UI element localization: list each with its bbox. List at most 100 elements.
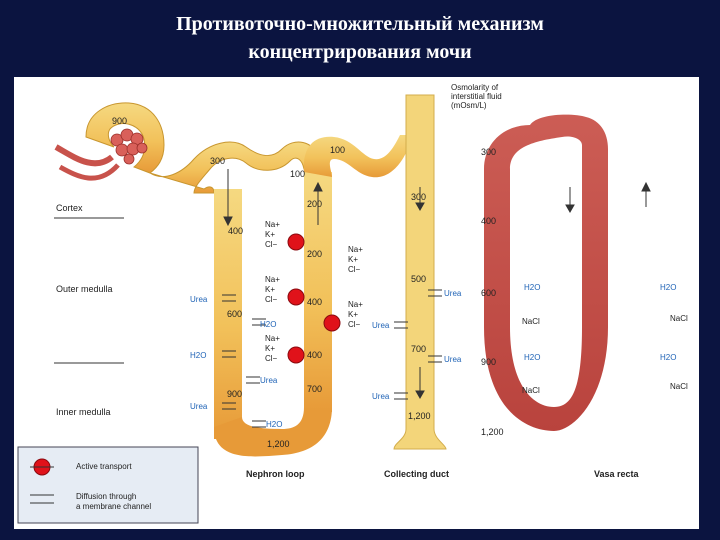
loop-value: 700 (307, 384, 322, 394)
active-transport-pumps (287, 233, 341, 364)
svg-text:Urea: Urea (372, 392, 390, 401)
vasa-recta (484, 114, 608, 431)
loop-value: 100 (290, 169, 305, 179)
duct-values: 300 500 700 1,200 (408, 192, 431, 421)
duct-value: 700 (411, 344, 426, 354)
pump (287, 346, 305, 364)
svg-text:Na+: Na+ (265, 334, 280, 343)
osmolarity-header-3: (mOsm/L) (451, 101, 487, 110)
svg-text:Cl−: Cl− (265, 240, 278, 249)
vasa-value: 600 (560, 337, 575, 347)
legend-active: Active transport (76, 462, 132, 471)
svg-text:Na+: Na+ (348, 245, 363, 254)
flow-arrows (223, 169, 651, 400)
loop-value: 900 (112, 116, 127, 126)
loop-value: 400 (307, 350, 322, 360)
loop-value: 600 (227, 309, 242, 319)
vasa-value: 900 (634, 364, 649, 374)
glomerulus (110, 128, 148, 165)
slide-title: Противоточно-множительный механизм конце… (0, 10, 720, 66)
vasa-value: 400 (634, 229, 649, 239)
title-line-1: Противоточно-множительный механизм (176, 13, 544, 35)
descending-limb (214, 189, 242, 439)
duct-value: 500 (411, 274, 426, 284)
ion-labels: Na+K+Cl− Na+K+Cl− Na+K+Cl− Na+K+Cl− Na+K… (265, 220, 363, 363)
svg-text:NaCl: NaCl (670, 382, 688, 391)
loop-value: 900 (227, 389, 242, 399)
svg-text:H2O: H2O (260, 320, 276, 329)
svg-text:Urea: Urea (190, 295, 208, 304)
label-nephron-loop: Nephron loop (246, 469, 305, 479)
svg-text:Urea: Urea (190, 402, 208, 411)
legend: Active transport Diffusion through a mem… (17, 446, 199, 524)
diagram-panel: Cortex Outer medulla Inner medulla (14, 77, 699, 529)
svg-text:H2O: H2O (660, 353, 676, 362)
svg-text:K+: K+ (265, 285, 275, 294)
svg-text:K+: K+ (348, 255, 358, 264)
svg-text:Cl−: Cl− (265, 295, 278, 304)
substance-labels: Urea H2O H2O Urea Urea H2O Urea Urea Ure… (190, 283, 676, 429)
proximal-tubule (149, 141, 321, 194)
duct-value: 300 (411, 192, 426, 202)
scale-400: 400 (481, 216, 496, 226)
svg-text:Na+: Na+ (265, 220, 280, 229)
label-vasa-recta: Vasa recta (594, 469, 640, 479)
loop-value: 400 (228, 226, 243, 236)
vasa-value: 900 (560, 377, 575, 387)
pump (287, 288, 305, 306)
legend-diffusion-1: Diffusion through (76, 492, 136, 501)
svg-text:NaCl: NaCl (522, 317, 540, 326)
loop-value: 100 (330, 145, 345, 155)
svg-text:NaCl: NaCl (670, 314, 688, 323)
region-outer-medulla: Outer medulla (56, 284, 113, 294)
loop-value: 200 (307, 249, 322, 259)
vasa-value: 600 (634, 294, 649, 304)
distal-tubule (303, 135, 406, 178)
loop-value: 400 (307, 297, 322, 307)
svg-text:K+: K+ (265, 344, 275, 353)
svg-text:Urea: Urea (372, 321, 390, 330)
loop-bend (214, 407, 332, 457)
duct-value: 1,200 (408, 411, 431, 421)
svg-text:H2O: H2O (190, 351, 206, 360)
vasa-values: 300 300 400 400 600 600 900 900 1,200 (560, 153, 649, 437)
scale-1200: 1,200 (481, 427, 504, 437)
osmolarity-header-1: Osmolarity of (451, 83, 499, 92)
loop-values: 900 300 100 100 200 400 200 400 400 600 … (112, 116, 345, 449)
pump (323, 314, 341, 332)
svg-text:Urea: Urea (444, 289, 462, 298)
vasa-value: 300 (560, 155, 575, 165)
scale-900: 900 (481, 357, 496, 367)
scale-300: 300 (481, 147, 496, 157)
loop-value: 300 (210, 156, 225, 166)
loop-value: 200 (307, 199, 322, 209)
svg-text:NaCl: NaCl (522, 386, 540, 395)
diffusion-channels (222, 289, 442, 428)
svg-text:Na+: Na+ (265, 275, 280, 284)
scale-600: 600 (481, 288, 496, 298)
nacl-labels: NaCl NaCl NaCl NaCl (522, 314, 688, 395)
collecting-duct (393, 94, 447, 450)
countercurrent-diagram: Cortex Outer medulla Inner medulla (17, 83, 688, 524)
svg-text:Cl−: Cl− (348, 320, 361, 329)
efferent-arteriole (58, 163, 120, 181)
svg-text:K+: K+ (265, 230, 275, 239)
vasa-value: 300 (634, 153, 649, 163)
svg-text:Na+: Na+ (348, 300, 363, 309)
legend-diffusion-2: a membrane channel (76, 502, 151, 511)
svg-text:Cl−: Cl− (265, 354, 278, 363)
svg-text:H2O: H2O (660, 283, 676, 292)
legend-box (17, 446, 199, 524)
title-line-2: концентрирования мочи (248, 41, 472, 63)
osmolarity-header-2: interstitial fluid (451, 92, 502, 101)
svg-text:Cl−: Cl− (348, 265, 361, 274)
svg-text:Urea: Urea (260, 376, 278, 385)
label-collecting-duct: Collecting duct (384, 469, 449, 479)
loop-value: 1,200 (267, 439, 290, 449)
region-inner-medulla: Inner medulla (56, 407, 111, 417)
afferent-arteriole (54, 144, 114, 167)
svg-text:H2O: H2O (524, 283, 540, 292)
region-cortex: Cortex (56, 203, 83, 213)
svg-text:H2O: H2O (266, 420, 282, 429)
